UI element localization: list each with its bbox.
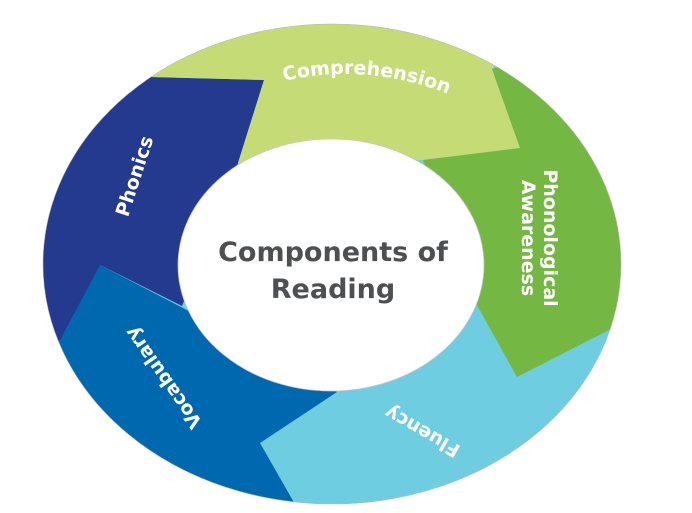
- center-title-line2: Reading: [271, 274, 395, 305]
- label-phonological-awareness: Phonological Awareness: [517, 169, 561, 306]
- svg-text:Awareness: Awareness: [517, 180, 539, 296]
- svg-text:Phonological: Phonological: [539, 169, 561, 306]
- center-title-line1: Components of: [218, 237, 448, 268]
- center-circle: [177, 138, 485, 392]
- segment-phonological-awareness: [423, 24, 621, 377]
